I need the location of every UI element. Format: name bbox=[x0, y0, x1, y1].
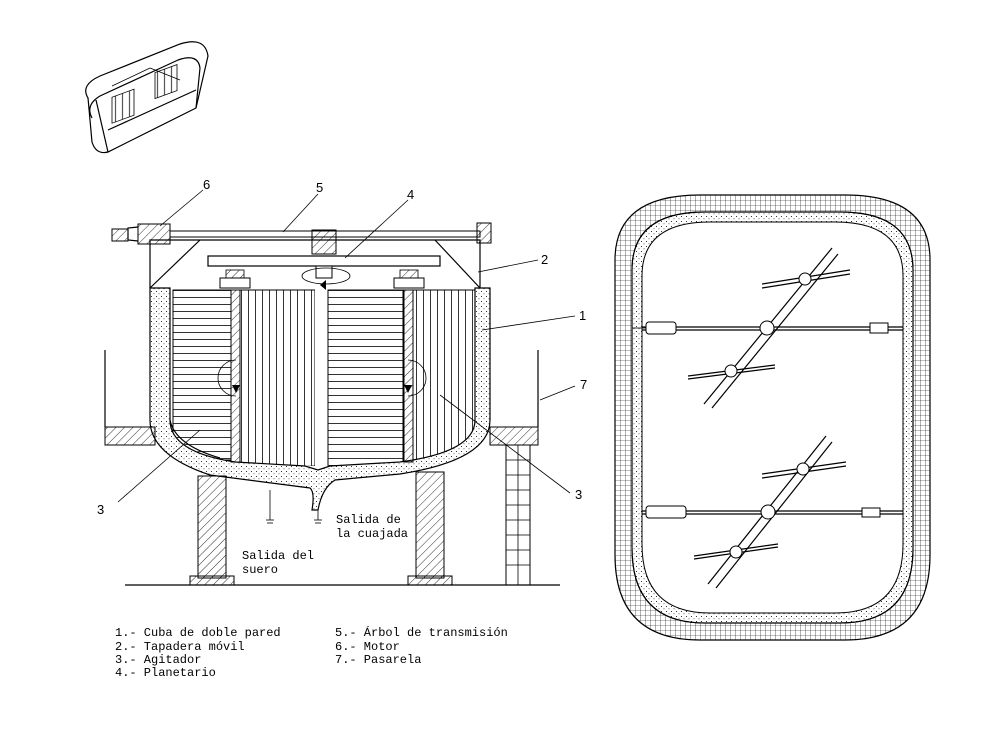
plan-outer-wall bbox=[614, 194, 931, 641]
agitator-right bbox=[327, 269, 475, 466]
section-elevation: 6 5 4 2 1 7 3 3 Salida de la cuajada Sal… bbox=[97, 177, 587, 586]
curd-outlet-label-2: la cuajada bbox=[336, 527, 408, 541]
callout-3-left: 3 bbox=[97, 502, 104, 517]
legend-item-3: 3.- Agitador bbox=[115, 653, 201, 667]
callout-7: 7 bbox=[580, 377, 587, 392]
walkway-ladder bbox=[505, 444, 531, 586]
callout-5: 5 bbox=[316, 180, 323, 195]
isometric-vat-sketch bbox=[85, 41, 209, 154]
callout-6: 6 bbox=[203, 177, 210, 192]
callout-1: 1 bbox=[579, 308, 586, 323]
legend: 1.- Cuba de doble pared 2.- Tapadera móv… bbox=[115, 625, 508, 680]
callout-2: 2 bbox=[541, 252, 548, 267]
agitator-left bbox=[172, 269, 315, 466]
whey-outlet-label-2: suero bbox=[242, 563, 278, 577]
curd-outlet-label-1: Salida de bbox=[336, 513, 401, 527]
whey-outlet-label-1: Salida del bbox=[242, 549, 314, 563]
planetary-beam bbox=[207, 255, 441, 267]
legend-item-6: 6.- Motor bbox=[335, 640, 400, 654]
callout-4: 4 bbox=[407, 187, 414, 202]
plan-agitator-lower bbox=[693, 435, 847, 589]
plan-view bbox=[614, 194, 931, 641]
legend-item-5: 5.- Árbol de transmisión bbox=[335, 625, 508, 640]
motor bbox=[137, 223, 171, 245]
plan-agitator-upper bbox=[687, 247, 851, 409]
callout-3-right: 3 bbox=[575, 487, 582, 502]
legend-item-4: 4.- Planetario bbox=[115, 666, 216, 680]
legend-item-1: 1.- Cuba de doble pared bbox=[115, 626, 281, 640]
legend-item-7: 7.- Pasarela bbox=[335, 653, 421, 667]
legend-item-2: 2.- Tapadera móvil bbox=[115, 640, 245, 654]
